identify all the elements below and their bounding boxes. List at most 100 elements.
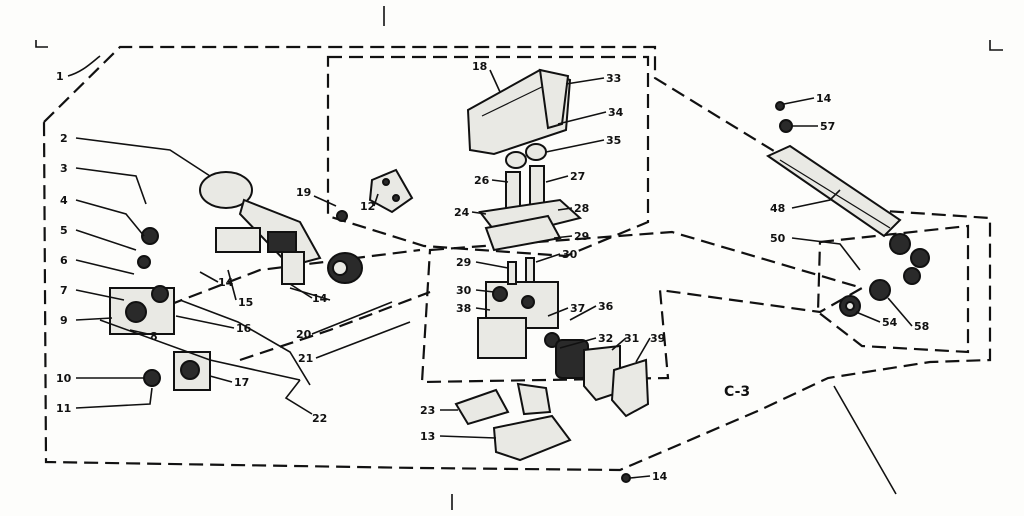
callout-30a: 30	[562, 248, 578, 261]
spacer-left	[505, 151, 527, 169]
leader-22	[284, 379, 313, 415]
screw-14-right	[775, 101, 785, 111]
leader-11	[75, 387, 153, 409]
gas-valve-body	[477, 257, 560, 359]
callout-50: 50	[770, 232, 786, 245]
control-rod	[99, 319, 301, 381]
scan-line-diagonal	[833, 385, 897, 495]
callout-14c: 14	[652, 470, 668, 483]
corner-mark-right	[989, 40, 1003, 51]
cover-plate	[368, 168, 414, 214]
callout-26: 26	[474, 174, 490, 187]
callout-31: 31	[624, 332, 639, 345]
leader-1	[67, 55, 101, 77]
wire-harness-route-2	[239, 290, 431, 362]
callout-29b: 29	[456, 256, 471, 269]
valve-stem-1	[507, 261, 517, 285]
orifice-nut-54-center	[845, 301, 855, 311]
callout-4: 4	[60, 194, 68, 207]
callout-24: 24	[454, 206, 470, 219]
leader-6	[75, 259, 135, 275]
callout-7: 7	[60, 284, 68, 297]
screw-19	[336, 210, 348, 222]
callout-6: 6	[60, 254, 68, 267]
right-burner-assembly	[765, 101, 930, 317]
solenoid-covers	[555, 339, 650, 418]
pilot-tube	[179, 299, 311, 386]
leader-2	[75, 137, 211, 177]
bracket-13	[492, 414, 572, 462]
leader-7	[75, 289, 125, 301]
callout-54: 54	[882, 316, 898, 329]
callout-8: 8	[150, 330, 158, 343]
coil-cover-39	[610, 358, 650, 418]
leader-58	[887, 297, 913, 327]
mount-bracket-bottom	[454, 382, 631, 483]
valve-plug	[143, 369, 161, 387]
cover-plate-12	[368, 168, 414, 214]
callout-19: 19	[296, 186, 311, 199]
callout-23: 23	[420, 404, 435, 417]
callout-36: 36	[598, 300, 614, 313]
leader-19	[313, 195, 337, 207]
leader-14c	[629, 475, 651, 479]
bracket-clamp	[267, 231, 297, 253]
valve-block-left	[99, 227, 311, 391]
leader-36	[569, 305, 597, 321]
leader-31	[611, 337, 627, 351]
leader-26	[491, 179, 509, 183]
leader-3	[75, 167, 147, 205]
orifice-fitting-1	[889, 233, 911, 255]
callout-57: 57	[820, 120, 835, 133]
right-inset-outline	[816, 224, 970, 354]
callout-10: 10	[56, 372, 72, 385]
leader-9	[75, 317, 113, 321]
leader-38	[475, 307, 491, 311]
leader-17	[209, 375, 233, 383]
callout-14b: 14	[312, 292, 328, 305]
callout-14a: 14	[218, 276, 234, 289]
callout-16: 16	[236, 322, 252, 335]
bracket-tab-bottom	[516, 382, 552, 416]
spacer-right	[525, 143, 547, 161]
leader-21	[315, 321, 411, 359]
bracket-23	[454, 388, 510, 426]
screw-bottom	[621, 473, 631, 483]
corner-mark-left	[35, 40, 48, 48]
upper-inset-outline	[326, 55, 650, 258]
cover-hole-2	[392, 194, 400, 202]
callout-29a: 29	[574, 230, 589, 243]
callout-3: 3	[60, 162, 68, 175]
orifice-fitting-2	[910, 248, 930, 268]
bracket-tab	[281, 251, 305, 285]
leader-29b	[475, 261, 509, 269]
callout-58: 58	[914, 320, 929, 333]
igniter-assembly	[199, 171, 363, 301]
callout-22: 22	[312, 412, 327, 425]
leader-lines	[67, 55, 913, 479]
callout-5: 5	[60, 224, 68, 237]
middle-inset-outline	[420, 230, 865, 384]
callout-37: 37	[570, 302, 585, 315]
callout-1: 1	[56, 70, 64, 83]
leader-34	[557, 111, 607, 125]
leader-32	[559, 337, 597, 349]
leader-54	[855, 311, 881, 323]
callout-13: 13	[420, 430, 435, 443]
diagram-code: C-3	[724, 384, 750, 400]
callout-2: 2	[60, 132, 68, 145]
callout-33: 33	[606, 72, 621, 85]
leader-14a	[199, 271, 219, 283]
leader-4	[75, 199, 145, 237]
callout-12: 12	[360, 200, 375, 213]
callout-35: 35	[606, 134, 621, 147]
leader-35	[545, 139, 605, 153]
coil-cover-38	[583, 344, 621, 402]
callout-28: 28	[574, 202, 589, 215]
bracket-lead	[289, 287, 331, 301]
callout-21: 21	[298, 352, 313, 365]
leader-50	[791, 237, 861, 271]
valve-nut	[137, 255, 151, 269]
mounting-bracket	[215, 227, 261, 253]
